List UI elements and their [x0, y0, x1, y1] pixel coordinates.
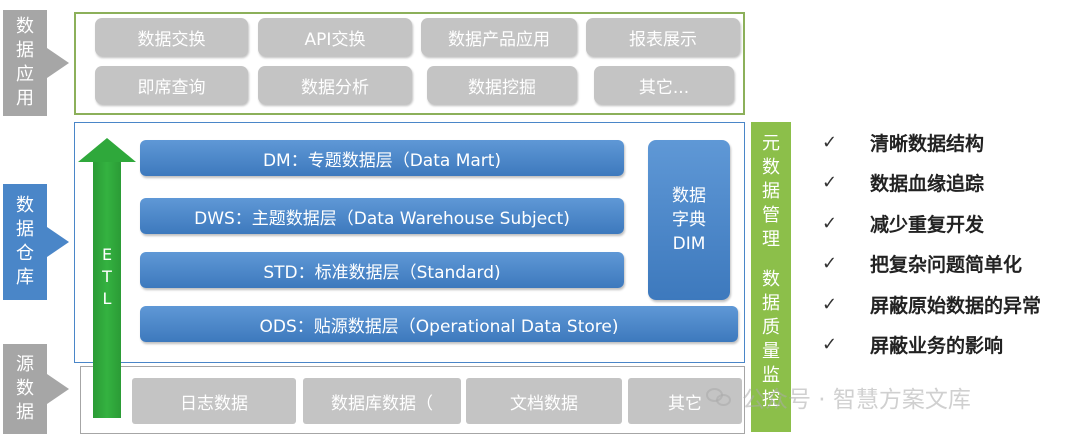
app-item-data-exchange: 数据交换 — [95, 18, 248, 56]
app-label-arrow-tip — [47, 48, 69, 78]
meta-char: 理 — [762, 229, 780, 250]
warehouse-label-arrow-tip — [47, 227, 69, 257]
benefit-text: 清晰数据结构 — [870, 132, 985, 155]
warehouse-label-char: 库 — [16, 267, 34, 288]
warehouse-label-char: 数 — [16, 195, 34, 216]
warehouse-label-char: 仓 — [16, 243, 34, 264]
check-icon: ✓ — [822, 293, 838, 315]
check-icon: ✓ — [822, 131, 838, 153]
meta-char: 数 — [762, 157, 780, 178]
source-item-documents: 文档数据 — [466, 378, 622, 424]
benefit-text: 屏蔽原始数据的异常 — [870, 294, 1042, 317]
etl-label: E T L — [93, 244, 121, 310]
etl-letter: L — [102, 289, 112, 308]
benefit-text: 数据血缘追踪 — [870, 173, 985, 196]
benefit-item: ✓ 数据血缘追踪 — [822, 163, 1041, 204]
meta-char: 据 — [762, 181, 780, 202]
watermark: 公众号 · 智慧方案文库 — [706, 380, 971, 414]
etl-letter: T — [102, 267, 112, 286]
etl-arrow-shaft — [93, 160, 121, 418]
benefit-item: ✓ 屏蔽业务的影响 — [822, 325, 1041, 366]
app-item-data-mining: 数据挖掘 — [427, 66, 577, 104]
check-icon: ✓ — [822, 172, 838, 194]
wechat-icon — [706, 386, 734, 408]
app-item-report: 报表展示 — [586, 18, 740, 56]
layer-dm: DM：专题数据层（Data Mart) — [140, 140, 624, 176]
app-label-char: 数 — [16, 16, 34, 37]
app-item-adhoc-query: 即席查询 — [95, 66, 248, 104]
quality-char: 质 — [762, 317, 780, 338]
app-item-data-product: 数据产品应用 — [421, 18, 577, 56]
benefit-item: ✓ 减少重复开发 — [822, 203, 1041, 244]
dim-line: DIM — [672, 234, 706, 254]
layer-ods: ODS：贴源数据层（Operational Data Store) — [140, 306, 738, 342]
warehouse-label-char: 据 — [16, 219, 34, 240]
benefit-item: ✓ 清晰数据结构 — [822, 122, 1041, 163]
source-item-database: 数据库数据（ — [303, 378, 461, 424]
app-label-char: 据 — [16, 40, 34, 61]
check-icon: ✓ — [822, 212, 838, 234]
etl-arrow-head — [78, 138, 136, 162]
check-icon: ✓ — [822, 253, 838, 275]
metadata-quality-column: 元 数 据 管 理 数 据 质 量 监 控 — [751, 122, 791, 432]
source-item-logs: 日志数据 — [132, 378, 296, 424]
app-item-data-analysis: 数据分析 — [258, 66, 412, 104]
quality-char: 数 — [762, 269, 780, 290]
source-label-char: 源 — [16, 354, 34, 375]
benefit-text: 减少重复开发 — [870, 213, 985, 236]
quality-char: 监 — [762, 365, 780, 386]
dim-line: 数据 — [672, 186, 706, 206]
data-dictionary-box: 数据 字典 DIM — [648, 140, 730, 300]
check-icon: ✓ — [822, 334, 838, 356]
meta-char: 元 — [762, 133, 780, 154]
source-label-char: 数 — [16, 378, 34, 399]
app-item-other: 其它... — [594, 66, 734, 104]
app-label-char: 应 — [16, 64, 34, 85]
layer-dws: DWS：主题数据层（Data Warehouse Subject) — [140, 198, 624, 234]
source-label-arrow-tip — [47, 374, 69, 404]
benefit-item: ✓ 屏蔽原始数据的异常 — [822, 284, 1041, 325]
quality-char: 量 — [762, 341, 780, 362]
benefit-text: 屏蔽业务的影响 — [870, 335, 1004, 358]
benefits-list: ✓ 清晰数据结构 ✓ 数据血缘追踪 ✓ 减少重复开发 ✓ 把复杂问题简单化 ✓ … — [822, 122, 1041, 365]
benefit-text: 把复杂问题简单化 — [870, 254, 1023, 277]
app-item-api-exchange: API交换 — [258, 18, 412, 56]
quality-char: 据 — [762, 293, 780, 314]
benefit-item: ✓ 把复杂问题简单化 — [822, 244, 1041, 285]
app-label-char: 用 — [16, 88, 34, 109]
etl-letter: E — [101, 245, 113, 264]
quality-char: 控 — [762, 389, 780, 410]
dim-line: 字典 — [672, 210, 706, 230]
source-label-char: 据 — [16, 402, 34, 423]
watermark-text: 公众号 · 智慧方案文库 — [742, 387, 971, 413]
meta-char: 管 — [762, 205, 780, 226]
layer-std: STD：标准数据层（Standard) — [140, 252, 624, 288]
